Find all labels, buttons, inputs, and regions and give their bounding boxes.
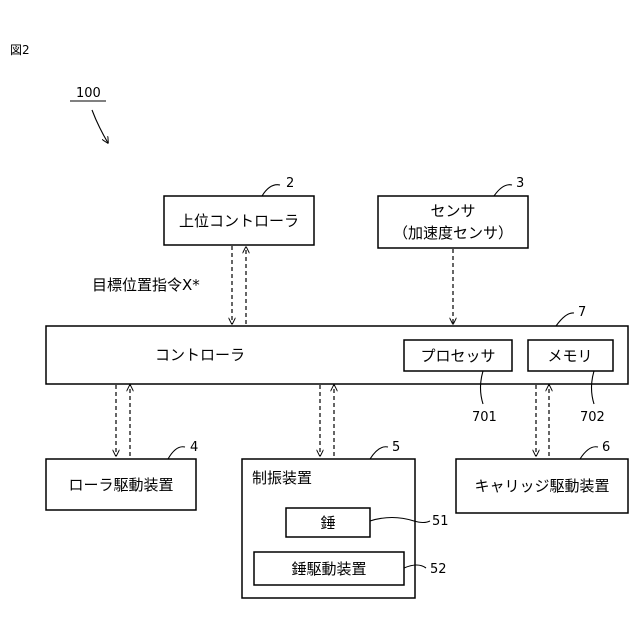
weight-label: 錘 bbox=[320, 514, 335, 532]
memory-ref: 702 bbox=[580, 410, 605, 425]
system-ref-number: 100 bbox=[76, 86, 101, 101]
upper-controller-ref: 2 bbox=[286, 176, 294, 191]
memory-label: メモリ bbox=[547, 347, 592, 365]
damping-device-label: 制振装置 bbox=[252, 469, 312, 487]
controller-ref: 7 bbox=[578, 305, 586, 320]
damping-device-leader bbox=[370, 447, 388, 459]
sensor-label-line2: （加速度センサ） bbox=[393, 224, 513, 242]
damping-device-ref: 5 bbox=[392, 440, 400, 455]
weight-drive-label: 錘駆動装置 bbox=[291, 560, 366, 578]
sensor-label-line1: センサ bbox=[430, 202, 475, 220]
controller-label: コントローラ bbox=[155, 346, 245, 364]
target-position-command-label: 目標位置指令X* bbox=[92, 276, 200, 294]
carriage-drive-label: キャリッジ駆動装置 bbox=[474, 477, 609, 495]
sensor-leader bbox=[494, 185, 512, 196]
carriage-drive-ref: 6 bbox=[602, 440, 610, 455]
roller-drive-leader bbox=[168, 447, 185, 459]
processor-label: プロセッサ bbox=[420, 347, 495, 365]
figure-label: 図2 bbox=[10, 43, 30, 57]
carriage-drive-leader bbox=[580, 447, 598, 459]
system-ref-arrow bbox=[92, 110, 108, 143]
processor-ref: 701 bbox=[472, 410, 497, 425]
weight-drive-ref: 52 bbox=[430, 562, 447, 577]
upper-controller-label: 上位コントローラ bbox=[179, 212, 299, 230]
weight-ref: 51 bbox=[432, 514, 449, 529]
upper-controller-leader bbox=[262, 185, 280, 196]
roller-drive-ref: 4 bbox=[190, 440, 198, 455]
roller-drive-label: ローラ駆動装置 bbox=[68, 476, 173, 494]
sensor-ref: 3 bbox=[516, 176, 524, 191]
controller-leader bbox=[556, 313, 574, 326]
